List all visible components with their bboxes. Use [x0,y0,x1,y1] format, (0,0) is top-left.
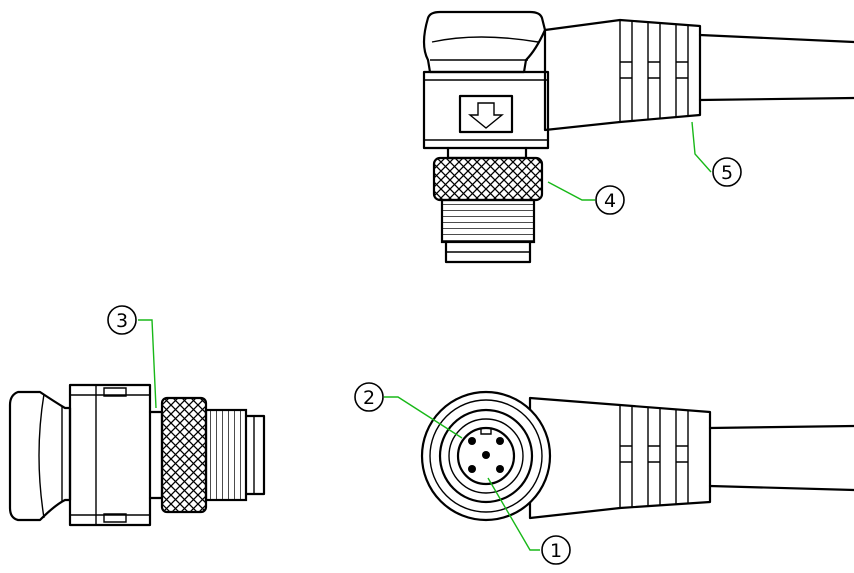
callout-2: 2 [354,382,384,412]
face-cable [708,424,854,492]
callout-4-label: 4 [604,190,616,212]
face-front [420,390,552,522]
side-grip-cap [8,390,72,522]
callout-3: 3 [107,305,137,335]
callout-3-label: 3 [116,310,128,332]
callout-4: 4 [595,185,625,215]
top-strain-relief [543,18,702,132]
side-thread [204,408,266,502]
leader-lines [138,121,712,551]
callout-5-label: 5 [721,162,733,184]
side-housing [68,383,152,527]
face-connector-view [420,390,854,522]
top-knurled-nut [432,156,544,202]
side-knurled-nut [160,396,208,514]
down-arrow-icon [468,102,504,129]
top-connector-view [422,10,854,264]
face-strain-relief [528,396,712,520]
top-cable [698,33,854,102]
callout-5: 5 [712,157,742,187]
top-grip-cap [422,10,547,74]
callout-1: 1 [541,535,571,565]
side-connector-view [8,383,266,527]
top-housing [422,70,550,150]
callout-1-label: 1 [550,540,562,562]
callout-2-label: 2 [363,387,375,409]
contact-pins [468,437,504,473]
top-thread [440,198,536,264]
